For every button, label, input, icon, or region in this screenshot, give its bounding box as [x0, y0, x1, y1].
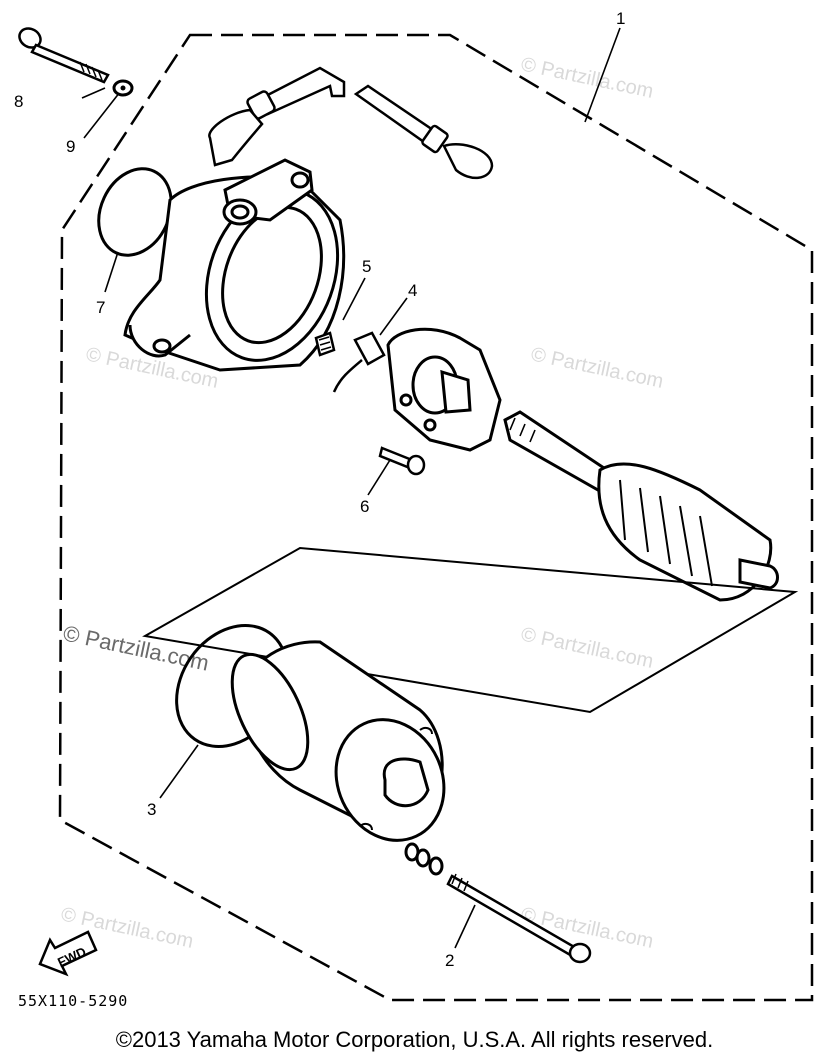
callout-5: 5	[362, 257, 371, 276]
yoke-group-outline	[142, 546, 799, 714]
washer-9-hole	[120, 85, 126, 91]
callout-8: 8	[14, 92, 23, 111]
callout-7: 7	[96, 298, 105, 317]
callout-4: 4	[408, 281, 417, 300]
leader-lines	[81, 27, 621, 949]
yoke-body	[230, 640, 446, 842]
callout-9: 9	[66, 137, 75, 156]
watermark: © Partzilla.com	[519, 53, 655, 103]
long-bolt-8	[18, 27, 110, 84]
screw-6	[378, 446, 426, 476]
armature	[503, 410, 779, 602]
brush-4	[332, 331, 386, 393]
spring-5	[314, 331, 336, 357]
callout-2: 2	[445, 951, 454, 970]
callout-3: 3	[147, 800, 156, 819]
assembly-outline	[58, 33, 814, 1002]
callout-6: 6	[360, 497, 369, 516]
callouts: 1 2 3 4 5 6 7 8 9	[14, 9, 625, 970]
part-code: 55X110-5290	[18, 992, 129, 1010]
watermark: © Partzilla.com	[529, 343, 665, 393]
fwd-arrow: FWD	[38, 930, 98, 977]
breather-hose	[208, 66, 494, 179]
washers	[404, 842, 444, 876]
copyright-notice: ©2013 Yamaha Motor Corporation, U.S.A. A…	[115, 1027, 714, 1052]
front-cover-housing	[123, 158, 346, 372]
long-bolt-2	[446, 873, 592, 964]
watermark: © Partzilla.com	[519, 623, 655, 673]
callout-1: 1	[616, 9, 625, 28]
brush-holder-plate	[386, 327, 502, 452]
watermark: © Partzilla.com	[61, 620, 211, 675]
